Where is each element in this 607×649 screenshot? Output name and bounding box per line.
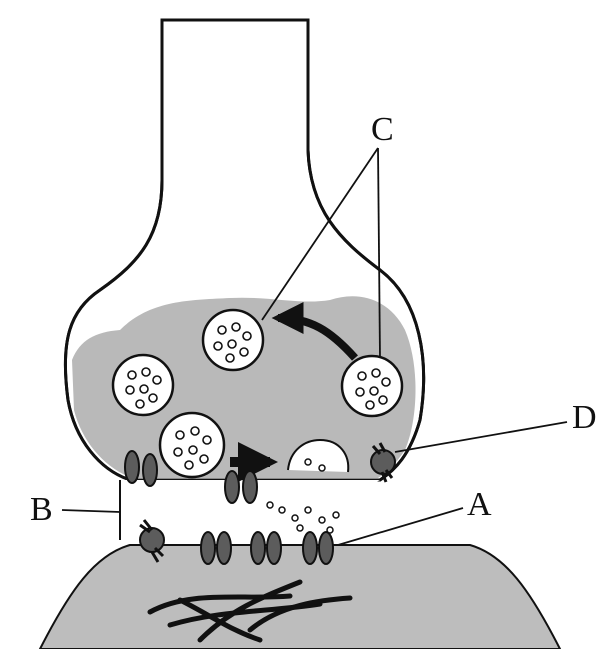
leader-line-b: [62, 510, 120, 512]
vesicle-top: [203, 310, 263, 370]
label-c: C: [371, 111, 394, 148]
leader-line-d: [395, 422, 567, 452]
postsynaptic-neuron: [40, 545, 560, 649]
vesicle-left: [113, 355, 173, 415]
label-d: D: [572, 399, 597, 436]
label-a: A: [467, 486, 492, 523]
vesicle-bottom: [160, 413, 224, 477]
label-b: B: [30, 491, 53, 528]
vesicle-right: [342, 356, 402, 416]
leader-line-a: [338, 508, 463, 545]
